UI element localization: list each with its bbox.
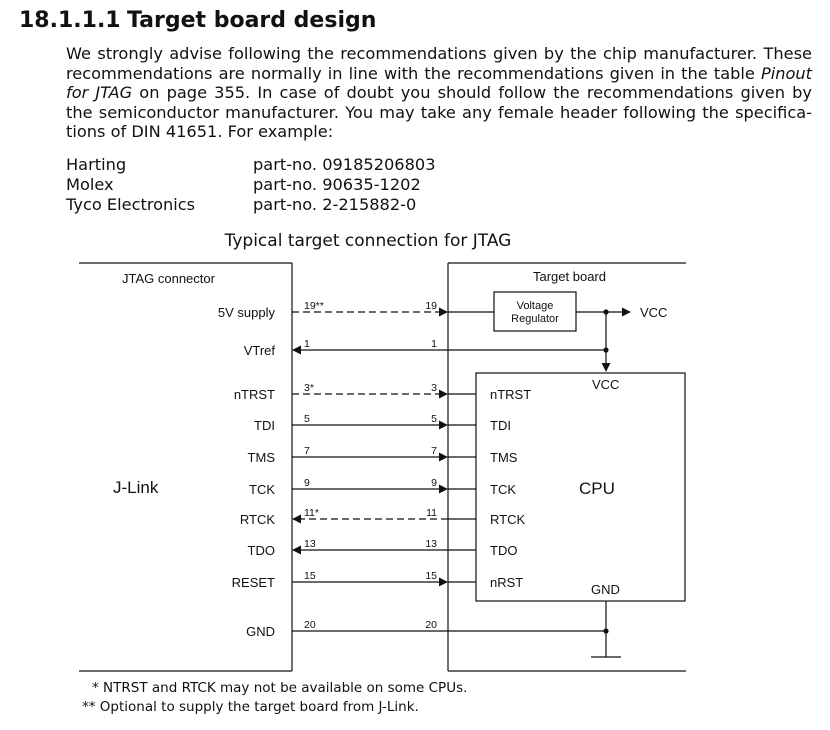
cpu-pin-tck: TCK — [490, 482, 516, 497]
manufacturer: Harting — [66, 155, 127, 174]
signal-label-tms: TMS — [248, 450, 276, 465]
diagram-title: Typical target connection for JTAG — [0, 231, 830, 251]
cpu-pin-ntrst: nTRST — [490, 387, 531, 402]
pin-left-tdo: 13 — [304, 538, 316, 550]
signal-label-gnd: GND — [246, 624, 275, 639]
jtag-connector-label: JTAG connector — [122, 271, 216, 286]
pin-left-5v-supply: 19** — [304, 300, 324, 312]
parts-row: Molex part-no. 90635-1202 — [66, 175, 436, 195]
pin-right-tms: 7 — [431, 445, 437, 457]
pin-left-tms: 7 — [304, 445, 310, 457]
pin-left-gnd: 20 — [304, 619, 316, 631]
signal-label-vtref: VTref — [244, 343, 276, 358]
cpu-pin-rtck: RTCK — [490, 512, 525, 527]
footnote-2: ** Optional to supply the target board f… — [82, 699, 419, 715]
diagram-title-text: Typical target connection for JTAG — [224, 231, 512, 251]
cpu-pin-tms: TMS — [490, 450, 518, 465]
paragraph-text: on page 355. In case of doubt you should… — [132, 83, 813, 103]
paragraph-line: recommendations are normally in line wit… — [66, 64, 812, 84]
signal-label-reset: RESET — [232, 575, 275, 590]
pinout-reference: Pinout — [760, 63, 812, 83]
intro-paragraph: We strongly advise following the recomme… — [66, 44, 812, 142]
cpu-label: CPU — [579, 479, 615, 498]
cpu-gnd-label: GND — [591, 582, 620, 597]
pin-left-tdi: 5 — [304, 413, 310, 425]
pin-right-reset: 15 — [425, 570, 437, 582]
vreg-label-line1: Voltage — [517, 300, 554, 312]
manufacturer: Molex — [66, 175, 114, 194]
pin-right-gnd: 20 — [425, 619, 437, 631]
pin-right-tdo: 13 — [425, 538, 437, 550]
pin-right-tdi: 5 — [431, 413, 437, 425]
paragraph-line: tions of DIN 41651. For example: — [66, 122, 334, 142]
section-number: 18.1.1.1 — [19, 8, 121, 33]
paragraph-line: We strongly advise following the recomme… — [66, 44, 812, 63]
target-board-label: Target board — [533, 269, 606, 284]
paragraph-text: recommendations are normally in line wit… — [66, 63, 761, 83]
pin-left-reset: 15 — [304, 570, 316, 582]
vcc-output-label: VCC — [640, 305, 667, 320]
cpu-box — [475, 372, 686, 602]
signal-label-tdo: TDO — [248, 543, 275, 558]
pin-right-rtck: 11 — [426, 507, 437, 519]
signal-label-tck: TCK — [249, 482, 275, 497]
parts-row: Tyco Electronics part-no. 2-215882-0 — [66, 195, 436, 215]
part-number: part-no. 2-215882-0 — [253, 195, 417, 214]
signal-label-tdi: TDI — [254, 418, 275, 433]
jlink-label: J-Link — [113, 478, 159, 497]
part-number: part-no. 90635-1202 — [253, 175, 421, 194]
parts-list: Harting part-no. 09185206803 Molex part-… — [66, 155, 436, 215]
pin-left-rtck: 11* — [304, 507, 319, 519]
parts-row: Harting part-no. 09185206803 — [66, 155, 436, 175]
paragraph-line: for JTAG on page 355. In case of doubt y… — [66, 83, 812, 103]
pin-left-vtref: 1 — [304, 338, 310, 350]
pin-left-tck: 9 — [304, 477, 310, 489]
pin-right-vtref: 1 — [431, 338, 437, 350]
cpu-pin-tdi: TDI — [490, 418, 511, 433]
gnd-junction-dot — [603, 628, 609, 634]
signal-label-rtck: RTCK — [240, 512, 275, 527]
pin-right-tck: 9 — [431, 477, 437, 489]
signal-label-5v-supply: 5V supply — [218, 305, 276, 320]
pin-right-5v-supply: 19 — [425, 300, 437, 312]
vtref-junction-dot — [603, 347, 609, 353]
pin-left-ntrst: 3* — [304, 382, 314, 394]
section-title: Target board design — [127, 8, 377, 33]
signal-label-ntrst: nTRST — [234, 387, 275, 402]
cpu-pin-reset: nRST — [490, 575, 523, 590]
vreg-label-line2: Regulator — [511, 313, 559, 325]
jtag-reference: for JTAG — [66, 83, 133, 103]
manufacturer: Tyco Electronics — [66, 195, 196, 214]
cpu-pin-tdo: TDO — [490, 543, 517, 558]
pin-right-ntrst: 3 — [431, 382, 437, 394]
part-number: part-no. 09185206803 — [253, 155, 436, 174]
cpu-vcc-label: VCC — [592, 377, 619, 392]
footnote-1: * NTRST and RTCK may not be available on… — [92, 680, 468, 696]
vcc-junction-dot — [603, 309, 609, 315]
paragraph-line: the semiconductor manufacturer. You may … — [66, 102, 812, 122]
